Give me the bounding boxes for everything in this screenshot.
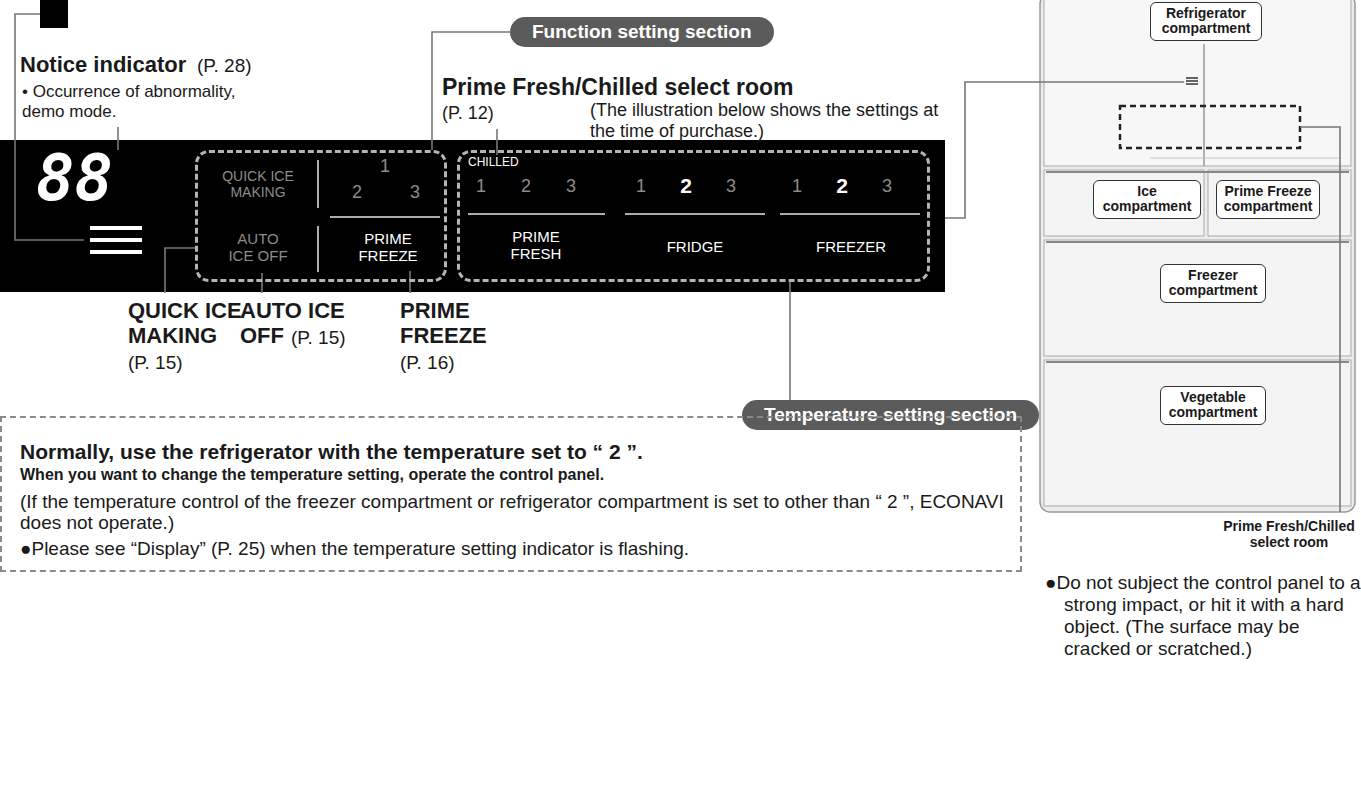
callout-title: PRIME FREEZE bbox=[400, 298, 520, 349]
node-text: 1 bbox=[374, 156, 396, 177]
callout-title: Prime Fresh/Chilled select room bbox=[442, 74, 794, 100]
temperature-group: CHILLED 1 2 3PRIME FRESH 1 2 3FRIDGE 1 2 3FREEZER bbox=[457, 150, 930, 282]
callout-note: ●Do not subject the control panel to a s… bbox=[1045, 572, 1361, 659]
node-text: Prime Freeze compartment bbox=[1221, 184, 1315, 215]
node-text: 1 bbox=[630, 176, 652, 197]
panel-fragment bbox=[40, 0, 68, 28]
compartment-label: Freezer compartment bbox=[1160, 264, 1266, 303]
node-text: CHILLED bbox=[468, 156, 519, 170]
control-panel: 88QUICK ICE MAKING123AUTO ICE OFFPRIME F… bbox=[0, 140, 945, 292]
page-ref: (P. 28) bbox=[197, 55, 252, 77]
node-text: Freezer compartment bbox=[1165, 268, 1261, 299]
node-text: Normally, use the refrigerator with the … bbox=[20, 440, 1004, 464]
section-tag: Temperature setting section bbox=[742, 400, 1039, 430]
callout-title: Notice indicator bbox=[20, 52, 186, 77]
node-text: (If the temperature control of the freez… bbox=[20, 491, 1004, 535]
node-text: 2 bbox=[515, 176, 537, 197]
node-text: FREEZER bbox=[786, 238, 916, 255]
node-text: Vegetable compartment bbox=[1165, 390, 1261, 421]
compartment-label: Refrigerator compartment bbox=[1150, 2, 1262, 41]
node-text: 2 bbox=[831, 174, 853, 198]
node-text: 88 bbox=[36, 142, 113, 216]
callout-note: • Occurrence of abnormality, demo mode. bbox=[22, 82, 252, 121]
callout-note: (The illustration below shows the settin… bbox=[590, 100, 940, 141]
compartment-label: Ice compartment bbox=[1093, 180, 1201, 219]
node-text: ●Please see “Display” (P. 25) when the t… bbox=[20, 538, 1004, 560]
node-text: When you want to change the temperature … bbox=[20, 466, 1004, 484]
fridge-illustration bbox=[1040, 0, 1355, 512]
node-text: QUICK ICE MAKING bbox=[204, 168, 312, 200]
node-text: 3 bbox=[560, 176, 582, 197]
node-text: Ice compartment bbox=[1098, 184, 1196, 215]
node-text: 1 bbox=[786, 176, 808, 197]
note-box: Normally, use the refrigerator with the … bbox=[0, 416, 1022, 572]
callout-title: Prime Fresh/Chilled select room bbox=[1222, 518, 1356, 550]
compartment-label: Prime Freeze compartment bbox=[1216, 180, 1320, 219]
node-text: FRIDGE bbox=[630, 238, 760, 255]
notice-indicator-symbol bbox=[90, 228, 142, 252]
node-text: PRIME FRESH bbox=[490, 228, 582, 263]
node-text: AUTO ICE OFF bbox=[225, 230, 291, 265]
control-panel-face bbox=[0, 140, 945, 292]
node-text: Refrigerator compartment bbox=[1155, 6, 1257, 37]
function-group: QUICK ICE MAKING 12 3AUTO ICE OFF PRIME FRE… bbox=[195, 150, 447, 282]
page-ref: (P. 12) bbox=[442, 103, 494, 124]
section-tag: Function setting section bbox=[510, 17, 774, 47]
node-text: Function setting section bbox=[532, 21, 752, 43]
node-text: 3 bbox=[404, 182, 426, 203]
node-text: 1 bbox=[470, 176, 492, 197]
panel-dividers bbox=[318, 160, 920, 272]
node-text: Temperature setting section bbox=[764, 404, 1017, 426]
node-text: 3 bbox=[876, 176, 898, 197]
page-ref: (P. 15) bbox=[291, 327, 346, 349]
page-ref: (P. 16) bbox=[400, 352, 455, 374]
node-text: 3 bbox=[720, 176, 742, 197]
leader-lines bbox=[15, 14, 1340, 512]
node-text: PRIME FREEZE bbox=[340, 230, 436, 265]
node-text: 2 bbox=[675, 174, 697, 198]
compartment-label: Vegetable compartment bbox=[1160, 386, 1266, 425]
page-ref: (P. 15) bbox=[128, 352, 183, 374]
node-text: 2 bbox=[346, 182, 368, 203]
callout-title: QUICK ICE MAKING bbox=[128, 298, 253, 349]
